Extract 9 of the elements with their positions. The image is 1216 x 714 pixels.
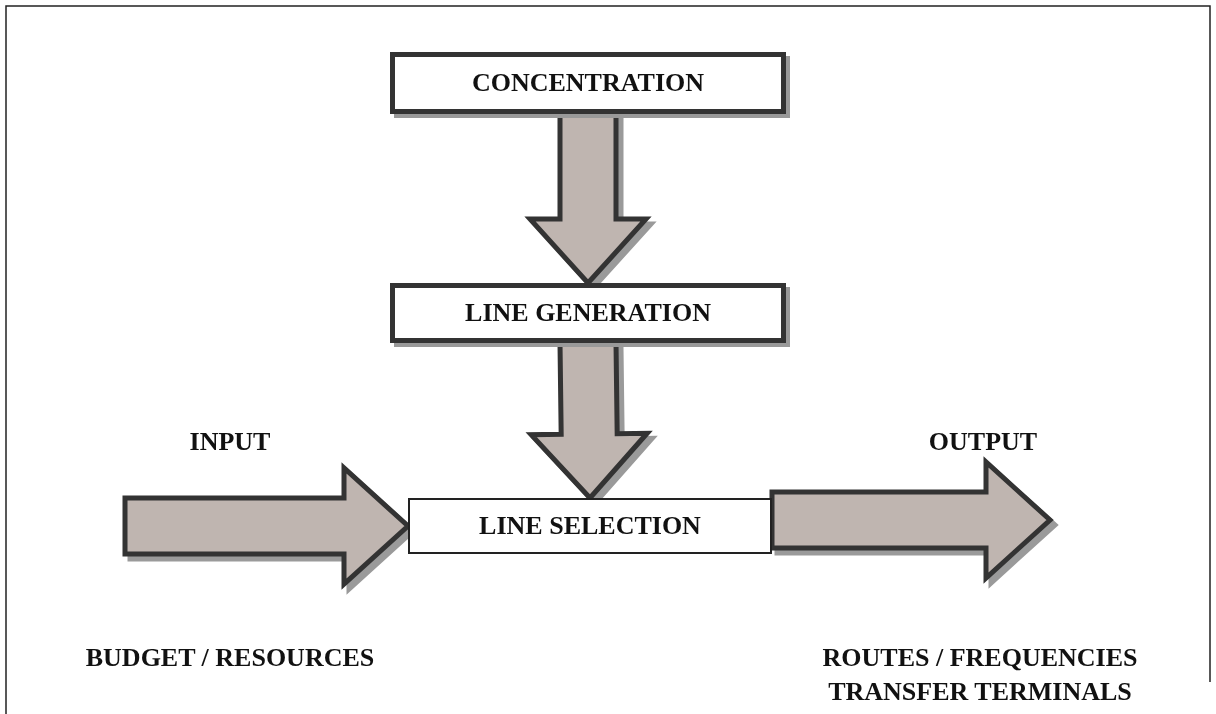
annotation-text: BUDGET / RESOURCES <box>84 642 376 674</box>
annotation-text: OUTPUT <box>927 426 1039 458</box>
annotation-text: INPUT <box>188 426 272 458</box>
process-box <box>408 498 772 554</box>
block-arrow <box>769 456 1054 584</box>
annotation-text: ROUTES / FREQUENCIES TRANSFER TERMINALS <box>821 642 1139 708</box>
box-label: LINE SELECTION <box>479 511 701 541</box>
box-label: CONCENTRATION <box>471 68 705 98</box>
box-label: LINE GENERATION <box>465 298 711 328</box>
